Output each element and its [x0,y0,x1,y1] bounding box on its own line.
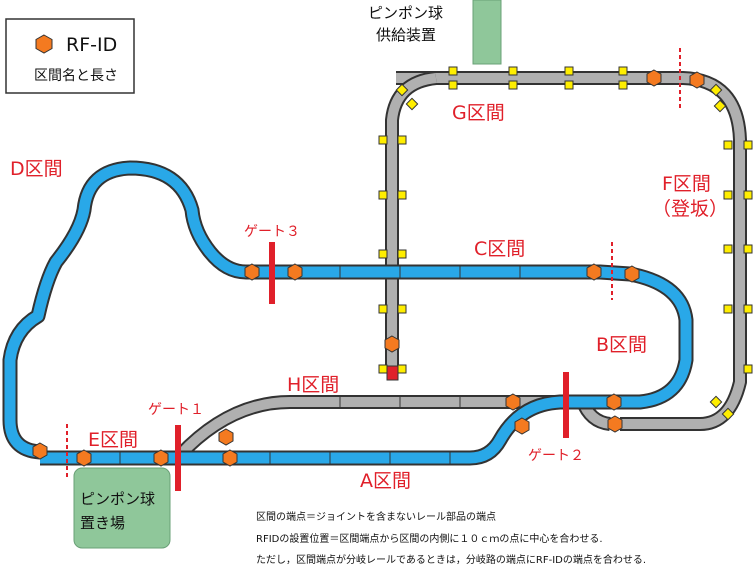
gate-2-label: ゲート２ [528,448,584,464]
blue-track [2,160,694,466]
supply-label-1: ピンポン球 [368,4,443,22]
section-d-label: D区間 [10,158,63,180]
section-b-label: B区間 [596,334,647,356]
gate-3-label: ゲート３ [244,224,300,240]
gate-1-label: ゲート１ [148,402,204,418]
rfid-marker [222,449,238,467]
section-c-label: C区間 [474,238,525,260]
note-line-2: RFIDの設置位置＝区間端点から区間の内側に１０ｃｍの点に中心を合わせる. [256,532,603,545]
rfid-marker [287,263,303,281]
rfid-marker [586,263,602,281]
rfid-marker [514,417,530,435]
gates [175,242,569,491]
joint-markers [378,66,753,421]
rfid-marker [624,265,640,283]
gray-track-h [174,395,560,460]
gate-1-bar [175,425,181,491]
storage-box [73,467,171,549]
section-boundaries [66,48,681,478]
section-g-label: G区間 [452,102,505,124]
section-a-label: A区間 [360,470,411,492]
rfid-marker [606,393,622,411]
rail-joints [119,266,521,464]
legend-section-label: 区間名と長さ [34,68,118,84]
rfid-marker [153,449,169,467]
rfid-marker [244,263,260,281]
rfid-marker [689,71,705,89]
legend-marker-label: RF-ID [66,34,117,56]
rfid-marker [505,393,521,411]
rfid-marker [646,69,662,87]
rfid-marker [76,449,92,467]
supply-device-box [472,0,502,65]
note-line-1: 区間の端点＝ジョイントを含まないレール部品の端点 [256,510,496,523]
end-stop [386,365,399,381]
storage-label-1: ピンポン球 [80,490,155,508]
storage-label-2: 置き場 [80,514,125,532]
gate-2-bar [563,372,569,438]
legend-rfid-icon [35,34,53,54]
note-line-3: ただし，区間端点が分岐レールであるときは，分岐路の端点にRF-IDの端点を合わせ… [256,553,646,565]
rfid-marker [384,335,400,353]
supply-label-2: 供給装置 [376,26,436,44]
section-f-label: F区間 [662,173,711,195]
section-f-sub: （登坂） [652,198,728,220]
rfid-markers [32,69,705,467]
gate-3-bar [269,242,275,304]
rfid-marker [32,442,48,460]
section-e-label: E区間 [88,429,138,451]
legend-box [5,18,135,94]
section-h-label: H区間 [287,374,339,396]
rfid-marker [218,428,234,446]
rfid-marker [607,415,623,433]
